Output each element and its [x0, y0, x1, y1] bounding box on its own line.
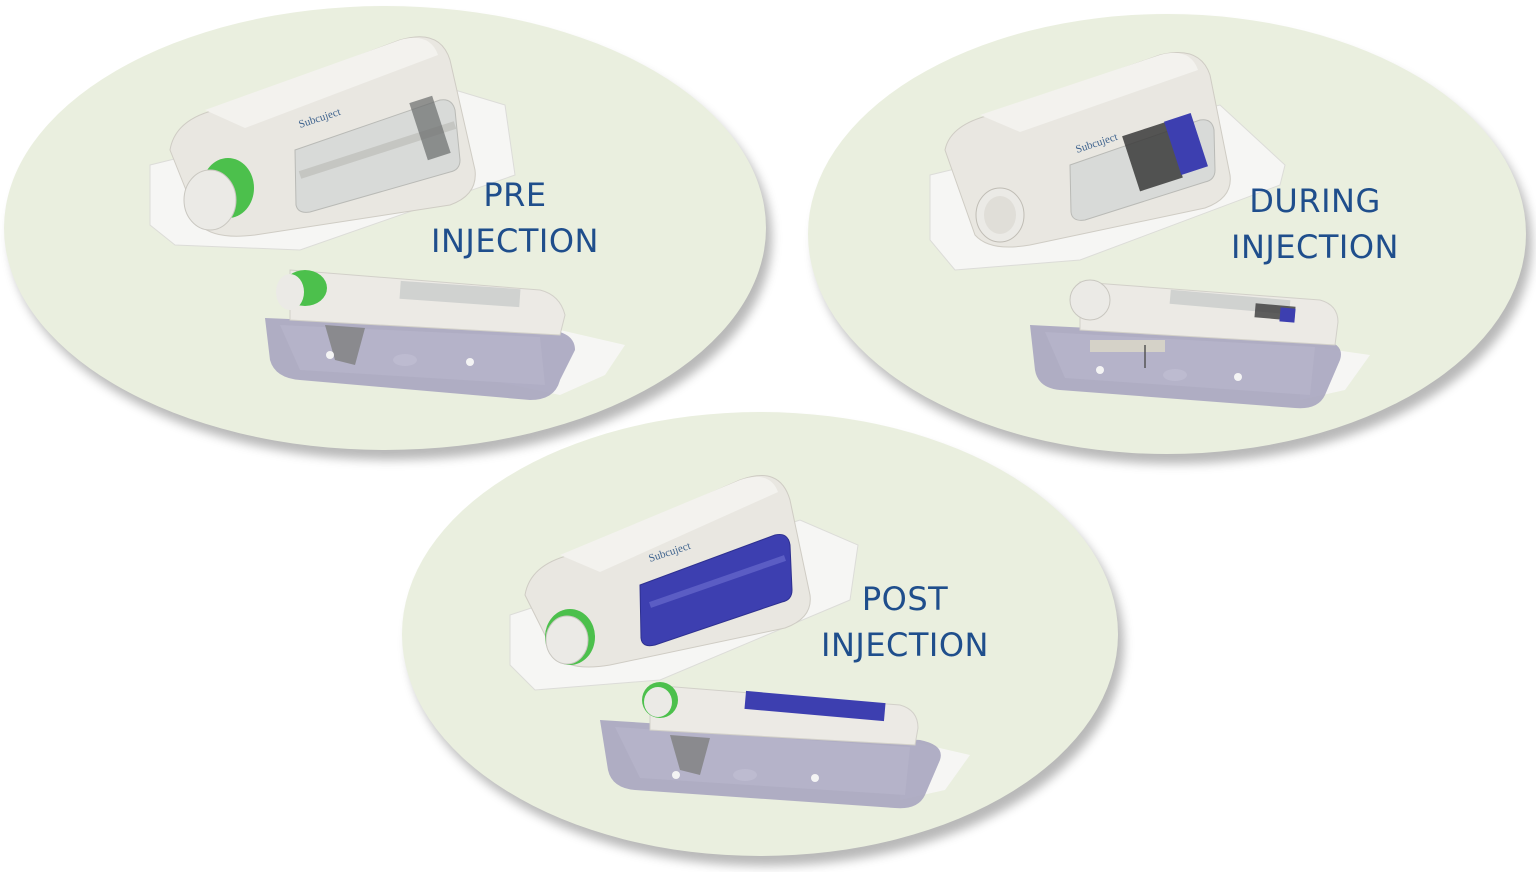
post-injection-label: POST INJECTION [790, 576, 1020, 668]
device-body-side [289, 269, 566, 336]
label-line-2: INJECTION [431, 222, 599, 260]
label-line-1: PRE [483, 176, 547, 214]
during-injection-device-illustration: Subcuject [929, 52, 1370, 409]
device-body [524, 475, 811, 668]
label-line-1: POST [861, 580, 949, 618]
pre-injection-label: PRE INJECTION [400, 172, 630, 264]
device-body-side [649, 684, 919, 746]
during-injection-label: DURING INJECTION [1200, 178, 1430, 270]
pre-injection-device-illustration: Subcuject [149, 36, 625, 400]
drug-window [639, 534, 793, 647]
label-line-2: INJECTION [1231, 228, 1399, 266]
label-line-1: DURING [1249, 182, 1381, 220]
label-line-2: INJECTION [821, 626, 989, 664]
device-body-side [1079, 281, 1339, 346]
